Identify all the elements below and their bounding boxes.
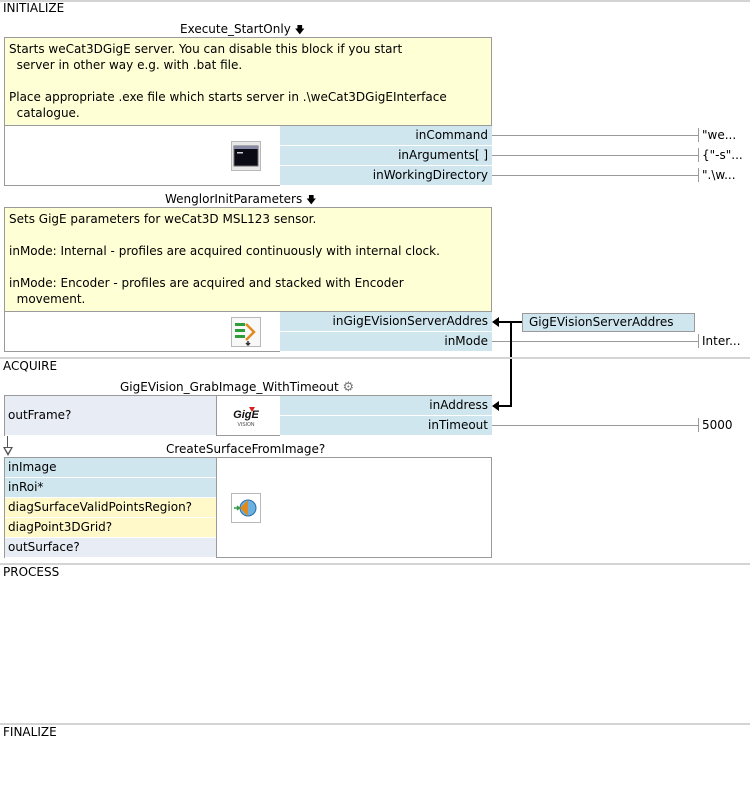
surface-block[interactable]: inImage inRoi* diagSurfaceValidPointsReg… [4, 457, 492, 558]
global-parameter-gigevisionserveraddres[interactable]: GigEVisionServerAddres [522, 313, 695, 332]
wire [492, 341, 698, 342]
execute-inputs: inCommand inArguments[ ] inWorkingDirect… [280, 126, 492, 186]
wire [492, 175, 698, 176]
gige-vision-icon: GigE VISION [231, 401, 261, 431]
gige-icon-text: GigE [233, 409, 259, 421]
surface-icon [231, 493, 261, 523]
input-port-inmode[interactable]: inMode [280, 332, 492, 352]
value-inworkingdirectory[interactable]: ".\w... [698, 168, 736, 182]
output-port-diagsurfacevalidpointsregion[interactable]: diagSurfaceValidPointsRegion? [5, 498, 217, 518]
wenglor-title-text: WenglorInitParameters [165, 192, 303, 206]
grab-inputs: inAddress inTimeout [280, 396, 492, 436]
connection-arrow-inner [5, 448, 11, 453]
value-inarguments[interactable]: {"-s"... [698, 148, 743, 162]
input-port-inimage[interactable]: inImage [5, 458, 217, 478]
section-label-process: PROCESS [3, 565, 60, 579]
value-incommand[interactable]: "we... [698, 128, 736, 142]
connection-link [7, 436, 8, 448]
wenglor-inputs: inGigEVisionServerAddres inMode [280, 312, 492, 352]
input-port-inarguments[interactable]: inArguments[ ] [280, 146, 492, 166]
block-separator [216, 458, 217, 558]
surface-block-title[interactable]: CreateSurfaceFromImage? [166, 442, 326, 456]
connection-link [510, 321, 512, 406]
section-label-initialize: INITIALIZE [3, 1, 65, 15]
input-port-inroi[interactable]: inRoi* [5, 478, 217, 498]
output-port-diagpoint3dgrid[interactable]: diagPoint3DGrid? [5, 518, 217, 538]
section-label-finalize: FINALIZE [3, 725, 57, 739]
input-port-intimeout[interactable]: inTimeout [280, 416, 492, 436]
execute-note[interactable]: Starts weCat3DGigE server. You can disab… [4, 37, 492, 126]
execute-title-text: Execute_StartOnly [180, 22, 291, 36]
parameters-icon [231, 317, 261, 347]
surface-ports: inImage inRoi* diagSurfaceValidPointsReg… [5, 458, 217, 558]
arrow-down-icon: 🡇 [306, 195, 317, 206]
execute-block[interactable]: inCommand inArguments[ ] inWorkingDirect… [4, 125, 492, 186]
input-port-incommand[interactable]: inCommand [280, 126, 492, 146]
input-port-inaddress[interactable]: inAddress [280, 396, 492, 416]
section-divider [0, 357, 750, 359]
wenglor-block[interactable]: inGigEVisionServerAddres inMode [4, 311, 492, 352]
wire [492, 425, 698, 426]
console-icon [231, 141, 261, 171]
gear-icon: ⚙ [342, 380, 355, 395]
grab-outputs: outFrame? [5, 396, 217, 436]
wire [492, 155, 698, 156]
execute-block-title[interactable]: Execute_StartOnly 🡇 [180, 22, 305, 38]
block-separator [216, 396, 217, 436]
grab-title-text: GigEVision_GrabImage_WithTimeout [120, 380, 339, 394]
section-label-acquire: ACQUIRE [3, 359, 58, 373]
section-divider [0, 563, 750, 565]
grab-block[interactable]: outFrame? GigE VISION inAddress inTimeou… [4, 395, 492, 436]
section-divider [0, 723, 750, 725]
value-intimeout[interactable]: 5000 [698, 418, 733, 432]
wenglor-block-title[interactable]: WenglorInitParameters 🡇 [165, 192, 316, 208]
output-port-outframe[interactable]: outFrame? [5, 396, 217, 436]
input-port-ingigevisionserveraddres[interactable]: inGigEVisionServerAddres [280, 312, 492, 332]
gige-icon-subtext: VISION [238, 422, 255, 428]
section-divider [0, 0, 750, 2]
value-inmode[interactable]: Inter... [698, 334, 741, 348]
wire [492, 135, 698, 136]
output-port-outsurface[interactable]: outSurface? [5, 538, 217, 558]
connection-arrow [492, 317, 499, 327]
input-port-inworkingdirectory[interactable]: inWorkingDirectory [280, 166, 492, 186]
connection-link [499, 405, 512, 407]
arrow-down-icon: 🡇 [294, 25, 305, 36]
grab-block-title[interactable]: GigEVision_GrabImage_WithTimeout ⚙ [120, 380, 354, 395]
wenglor-note[interactable]: Sets GigE parameters for weCat3D MSL123 … [4, 207, 492, 312]
connection-arrow [492, 401, 499, 411]
